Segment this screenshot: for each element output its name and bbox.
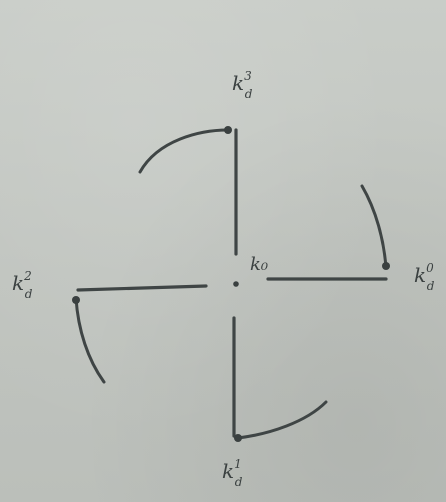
- arm-top-endpoint: [224, 126, 232, 134]
- center-point: [233, 281, 239, 287]
- arm-left-endpoint: [72, 296, 80, 304]
- arm-right-arc: [360, 184, 388, 270]
- center-label: k₀: [250, 254, 268, 275]
- arm-bottom-endpoint: [234, 434, 242, 442]
- arm-left-arc: [74, 296, 106, 384]
- arm-left-line: [76, 284, 208, 292]
- arm-bottom-arc: [236, 400, 328, 440]
- arm-right-endpoint: [382, 262, 390, 270]
- arm-top-arc: [138, 128, 230, 174]
